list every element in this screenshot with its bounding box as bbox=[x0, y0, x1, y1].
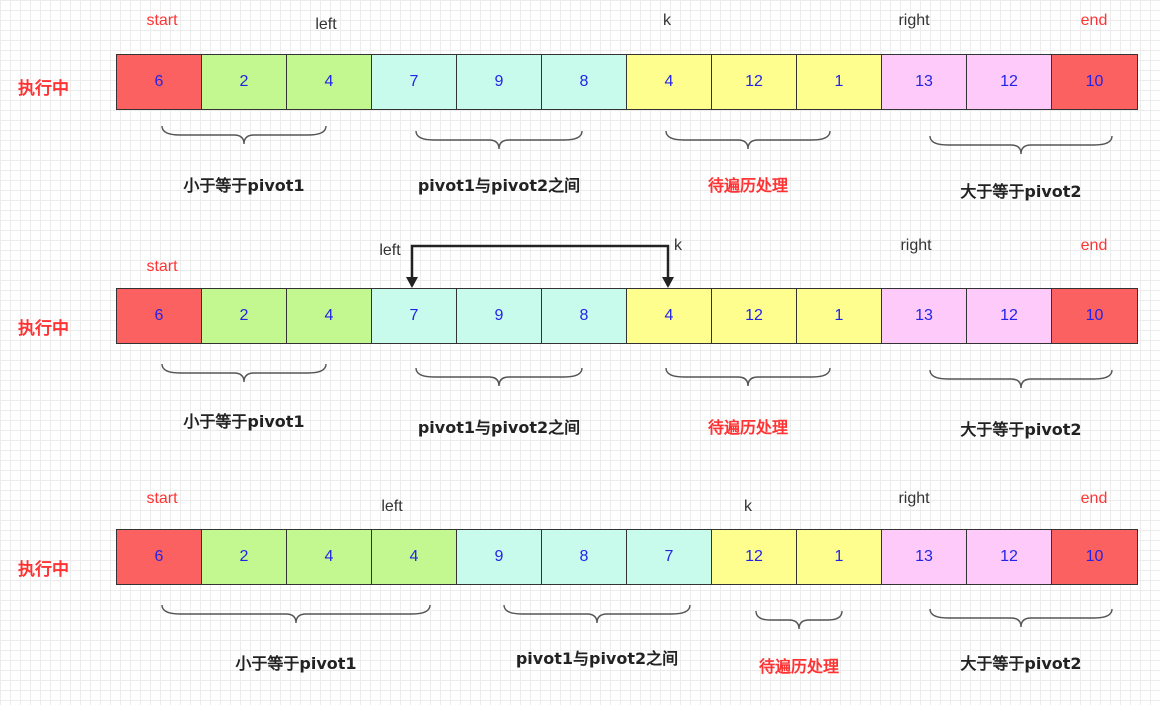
group-caption: 待遍历处理 bbox=[707, 176, 789, 195]
group-caption: pivot1与pivot2之间 bbox=[417, 418, 581, 437]
pointer-k: k bbox=[674, 237, 682, 254]
row-status-label: 执行中 bbox=[18, 79, 69, 99]
pointer-left: left bbox=[379, 242, 401, 259]
group-brace bbox=[161, 363, 327, 383]
group-brace bbox=[503, 604, 691, 624]
array-cell: 4 bbox=[287, 289, 372, 343]
group-caption: 小于等于pivot1 bbox=[235, 654, 357, 673]
group-caption: 待遍历处理 bbox=[707, 418, 789, 437]
pointer-right: right bbox=[898, 490, 930, 507]
pointer-start: start bbox=[146, 258, 178, 275]
array-cell: 12 bbox=[712, 55, 797, 109]
pointer-k: k bbox=[663, 12, 671, 29]
array-cell: 12 bbox=[967, 55, 1052, 109]
group-caption: 大于等于pivot2 bbox=[960, 420, 1082, 439]
group-caption: 大于等于pivot2 bbox=[960, 654, 1082, 673]
array-cell: 8 bbox=[542, 55, 627, 109]
group-brace bbox=[755, 610, 843, 630]
array-cell: 4 bbox=[627, 289, 712, 343]
array-cell: 1 bbox=[797, 55, 882, 109]
array-cell: 1 bbox=[797, 289, 882, 343]
array-cell: 10 bbox=[1052, 530, 1137, 584]
group-brace bbox=[665, 130, 831, 150]
pointer-start: start bbox=[146, 12, 178, 29]
pointer-left: left bbox=[315, 16, 337, 33]
array-cell: 10 bbox=[1052, 55, 1137, 109]
pointer-right: right bbox=[898, 12, 930, 29]
array-cell: 8 bbox=[542, 289, 627, 343]
group-brace bbox=[929, 369, 1113, 389]
array-cell: 6 bbox=[117, 530, 202, 584]
array-cell: 13 bbox=[882, 289, 967, 343]
group-brace bbox=[161, 125, 327, 145]
row-status-label: 执行中 bbox=[18, 560, 69, 580]
array-cell: 2 bbox=[202, 530, 287, 584]
pointer-end: end bbox=[1080, 12, 1108, 29]
array-cell: 9 bbox=[457, 530, 542, 584]
array-cell: 4 bbox=[287, 530, 372, 584]
array-cell: 6 bbox=[117, 55, 202, 109]
group-brace bbox=[929, 135, 1113, 155]
array-cell: 12 bbox=[967, 530, 1052, 584]
array-cell: 4 bbox=[627, 55, 712, 109]
group-brace bbox=[161, 604, 431, 624]
pointer-end: end bbox=[1080, 237, 1108, 254]
array-cell: 12 bbox=[967, 289, 1052, 343]
array-cell: 13 bbox=[882, 55, 967, 109]
array-cell: 2 bbox=[202, 55, 287, 109]
array-cell: 1 bbox=[797, 530, 882, 584]
array-cell: 7 bbox=[372, 289, 457, 343]
row-status-label: 执行中 bbox=[18, 319, 69, 339]
array-cell: 8 bbox=[542, 530, 627, 584]
array-cell: 13 bbox=[882, 530, 967, 584]
group-brace bbox=[929, 608, 1113, 628]
group-caption: pivot1与pivot2之间 bbox=[515, 649, 679, 668]
array-cell: 10 bbox=[1052, 289, 1137, 343]
pointer-end: end bbox=[1080, 490, 1108, 507]
group-caption: pivot1与pivot2之间 bbox=[417, 176, 581, 195]
array-cell: 4 bbox=[372, 530, 457, 584]
array-cell: 9 bbox=[457, 55, 542, 109]
group-caption: 大于等于pivot2 bbox=[960, 182, 1082, 201]
pointer-k: k bbox=[744, 498, 752, 515]
group-brace bbox=[415, 130, 583, 150]
group-brace bbox=[665, 367, 831, 387]
group-brace bbox=[415, 367, 583, 387]
array-cell: 12 bbox=[712, 530, 797, 584]
array-cell: 12 bbox=[712, 289, 797, 343]
array-cell: 9 bbox=[457, 289, 542, 343]
array-cell: 4 bbox=[287, 55, 372, 109]
pointer-left: left bbox=[381, 498, 403, 515]
array-cell: 6 bbox=[117, 289, 202, 343]
group-caption: 待遍历处理 bbox=[758, 657, 840, 676]
group-caption: 小于等于pivot1 bbox=[183, 176, 305, 195]
array-cell: 2 bbox=[202, 289, 287, 343]
pointer-start: start bbox=[146, 490, 178, 507]
pointer-right: right bbox=[900, 237, 932, 254]
group-caption: 小于等于pivot1 bbox=[183, 412, 305, 431]
array-cell: 7 bbox=[627, 530, 712, 584]
array-cell: 7 bbox=[372, 55, 457, 109]
